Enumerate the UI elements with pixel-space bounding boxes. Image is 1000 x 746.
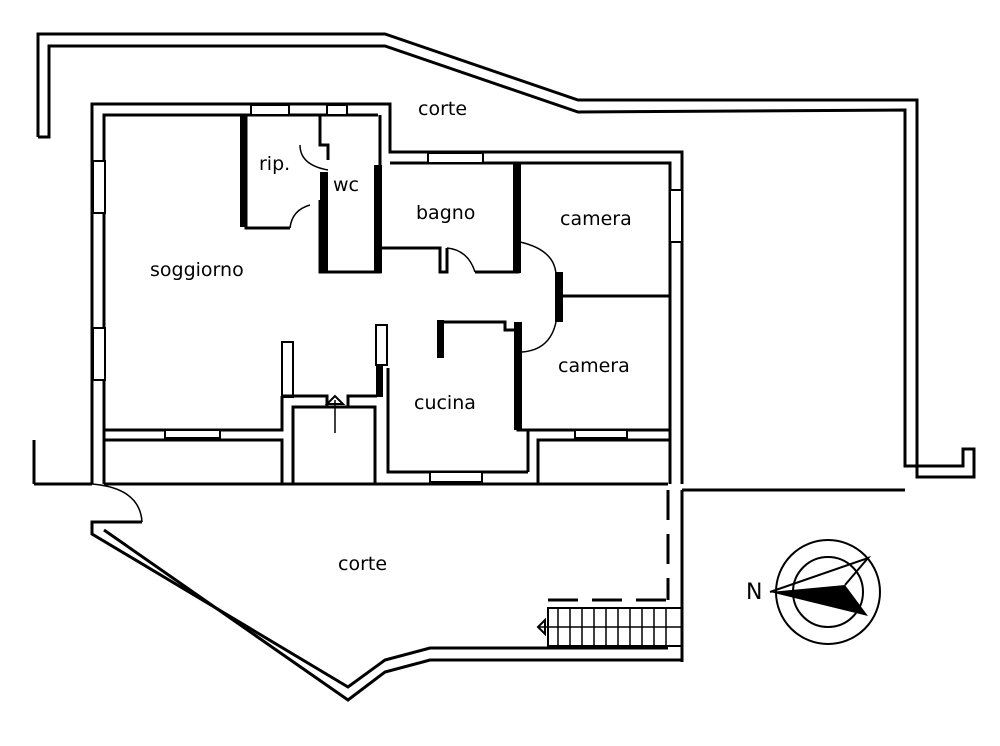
dashed-boundary	[548, 490, 670, 602]
room-label-rip: rip.	[259, 153, 291, 175]
door-swing-camera-2	[521, 321, 557, 353]
window-camera-2	[574, 429, 628, 439]
courtyard-boundary-bottom	[90, 483, 684, 702]
soggiorno-bottom-walls	[104, 324, 390, 484]
window-soggiorno-2	[92, 327, 106, 381]
room-label-cucina: cucina	[414, 392, 476, 414]
stair-up-arrow-icon	[324, 394, 346, 433]
exterior-stairs	[536, 607, 683, 647]
door-swing-rip	[299, 144, 329, 171]
room-label-camera-1: camera	[560, 208, 632, 230]
window-soggiorno-1	[92, 160, 106, 214]
room-label-corte-bottom: corte	[338, 553, 388, 575]
bagno-walls	[380, 163, 521, 274]
wc-walls	[318, 115, 382, 274]
window-camera-1	[669, 189, 683, 243]
room-label-camera-2: camera	[558, 355, 630, 377]
window-soggiorno-bottom	[164, 429, 221, 439]
window-cucina	[429, 471, 483, 483]
room-label-wc: wc	[333, 174, 359, 196]
door-swing-camera-1	[519, 241, 557, 276]
window-bagno	[427, 152, 484, 164]
window-rip	[250, 104, 290, 116]
room-label-bagno: bagno	[416, 202, 476, 224]
compass-north-label: N	[746, 580, 763, 605]
door-swing-bagno	[446, 247, 476, 273]
room-label-soggiorno: soggiorno	[150, 259, 244, 281]
door-swing-rip-2	[289, 204, 311, 229]
window-wc	[326, 104, 348, 116]
courtyard-boundary-top	[36, 32, 976, 479]
compass-rose-icon	[769, 539, 881, 645]
camera-walls	[514, 272, 670, 472]
rip-walls	[240, 115, 330, 230]
room-label-corte-top: corte	[418, 98, 468, 120]
